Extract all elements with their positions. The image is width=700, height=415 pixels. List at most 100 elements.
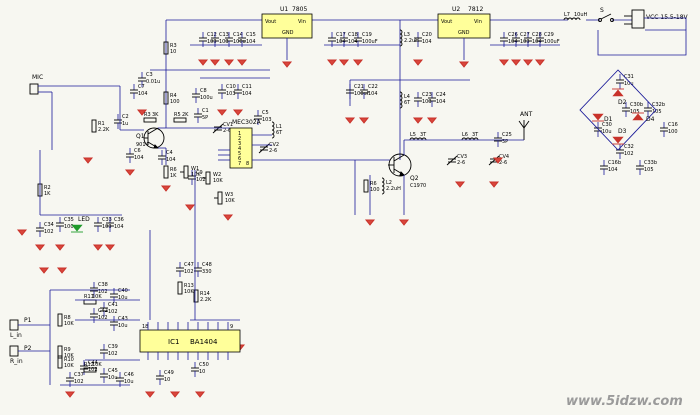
ic1-pin-first: 18 — [142, 324, 148, 330]
resistor-ref: R14 — [200, 291, 210, 297]
resistor-value: 2.2K — [98, 127, 110, 133]
antenna: ANT — [504, 111, 533, 141]
ground-icon — [216, 109, 228, 116]
trimmer-ref: CV3 — [457, 154, 467, 160]
diode-d1-icon: D1 — [592, 113, 613, 123]
resistor-ref: R6 — [370, 181, 377, 187]
diode-d2-icon: D2 — [612, 88, 627, 106]
capacitor-c13-ref: C13 — [219, 32, 229, 38]
ground-icon — [492, 157, 504, 164]
trimmer-value: 2-6 — [457, 160, 465, 166]
ground-icon — [38, 267, 50, 274]
capacitor-c3-value: 0.01u — [146, 79, 160, 85]
resistor-value: 3K — [152, 112, 159, 118]
ground-icon — [338, 59, 350, 66]
resistor-value: 100 — [370, 187, 380, 193]
ground-icon — [209, 59, 221, 66]
watermark: www.5idzw.com — [566, 394, 683, 409]
capacitor-c26-value: 104 — [508, 39, 518, 45]
capacitor-c12-ref: C12 — [207, 32, 217, 38]
mec302a-pin-2: 2 — [238, 136, 241, 142]
ground-icon — [223, 59, 235, 66]
capacitor-c16b-ref: C16b — [608, 160, 621, 166]
capacitor-c16b-value: 104 — [608, 167, 618, 173]
ground-icon — [144, 391, 156, 398]
capacitor-c50-value: 10 — [199, 369, 205, 375]
regulator-u2-vin: Vin — [474, 19, 482, 25]
resistor-ref: R10 — [64, 357, 74, 363]
capacitor-c44-ref: C44 — [88, 360, 98, 366]
inductor-value: 6T — [276, 130, 283, 136]
capacitor-c29-value: 100uF — [544, 39, 560, 45]
capacitor-c34-value: 102 — [44, 229, 54, 235]
capacitor-c33b-value: 105 — [644, 167, 654, 173]
inductor-ref: L3 — [404, 32, 410, 38]
capacitors-layer: C12103C13103C14100uC15104C17104C18104C19… — [36, 32, 678, 387]
diode-d4-label: D4 — [646, 116, 655, 123]
regulator-u2-vout: Vout — [441, 19, 452, 25]
mic-label: MIC — [32, 74, 43, 81]
capacitor-c47-value: 102 — [184, 269, 194, 275]
resistor-value: 10K — [184, 289, 194, 295]
ground-icon — [222, 214, 234, 221]
capacitor-c48-ref: C48 — [202, 262, 212, 268]
capacitor-c36-ref: C36 — [114, 217, 124, 223]
capacitor-c8-ref: C8 — [200, 88, 207, 94]
capacitor-c9-ref: C9 — [196, 170, 203, 176]
capacitor-c16-value: 100 — [668, 129, 678, 135]
ground-icon — [281, 61, 293, 68]
ground-icon — [232, 109, 244, 116]
transistor-q2-ref: Q2 — [410, 175, 419, 182]
ground-icon — [136, 109, 148, 116]
ground-icon — [454, 181, 466, 188]
inductor-value: 3T — [472, 132, 479, 138]
regulator-u2-ref: U2 — [452, 6, 460, 13]
diode-d1-label: D1 — [604, 116, 613, 123]
regulator-u1-gnd: GND — [282, 30, 294, 36]
inductor-value: 3T — [420, 132, 427, 138]
capacitor-c31-ref: C31 — [624, 74, 634, 80]
capacitor-c31-value: 10u — [624, 81, 634, 87]
line-in-left-jack-icon — [9, 319, 19, 331]
capacitor-c10-value: 103 — [226, 91, 236, 97]
transistor-q1-ref: Q1 — [136, 133, 145, 140]
trimmer-value: 2-6 — [223, 128, 231, 134]
capacitor-c32-ref: C32 — [624, 144, 634, 150]
capacitor-c38-value: 102 — [98, 289, 108, 295]
capacitor-c24-value: 104 — [436, 99, 446, 105]
ground-icon — [352, 59, 364, 66]
mec302a-pin-8: 8 — [246, 161, 249, 167]
capacitor-c21-ref: C21 — [354, 84, 364, 90]
resistor-ref: R8 — [64, 315, 71, 321]
capacitor-c23-ref: C23 — [422, 92, 432, 98]
ground-icon — [197, 59, 209, 66]
capacitor-c8-value: 100u — [200, 95, 213, 101]
trimmer-ref: CV4 — [499, 154, 509, 160]
ground-icon — [124, 169, 136, 176]
resistor-value: 1K — [170, 173, 177, 179]
ground-icon — [458, 61, 470, 68]
capacitor-c28-value: 104 — [532, 39, 542, 45]
capacitor-c17-ref: C17 — [336, 32, 346, 38]
